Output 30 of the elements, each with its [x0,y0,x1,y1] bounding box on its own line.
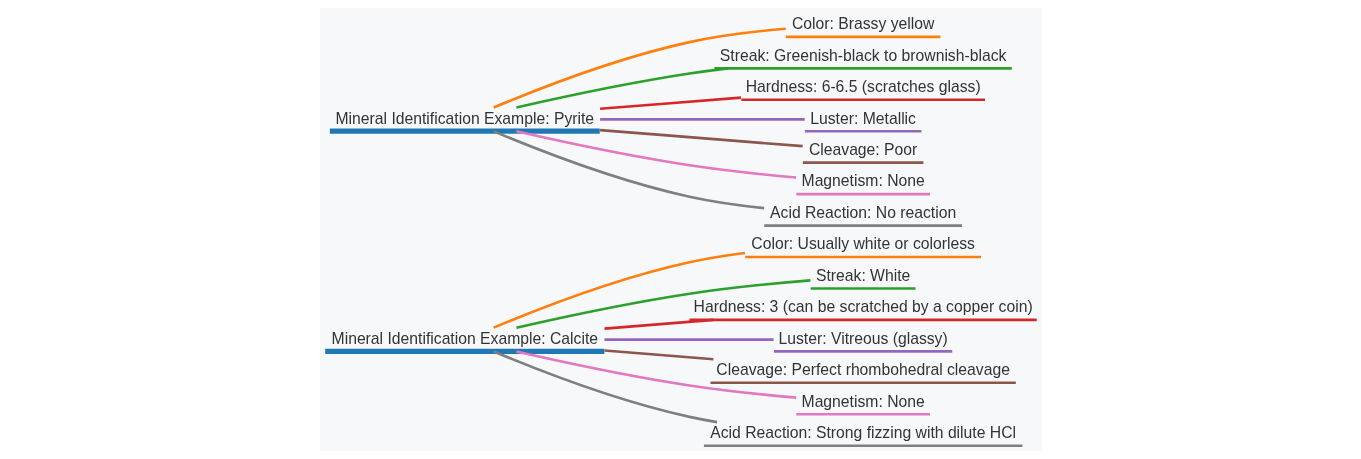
connector [603,318,713,330]
connector [604,338,774,341]
node-text: Color: Usually white or colorless [750,235,975,253]
node-text: Luster: Metallic [809,109,916,127]
node-text: Mineral Identification Example: Calcite [331,329,598,347]
connector [599,128,803,148]
node-text: Streak: Greenish-black to brownish-black [719,46,1006,64]
node-text: Acid Reaction: Strong fizzing with dilute HCl [709,423,1016,441]
node-text: Mineral Identification Example: Pyrite [334,109,594,127]
node-text: Magnetism: None [801,172,925,190]
connector [492,251,745,329]
node-text: Luster: Vitreous (glassy) [778,329,948,347]
connector [492,350,717,424]
node-text: Magnetism: None [801,392,925,410]
connector [515,130,796,179]
connector [515,279,810,329]
connector [492,27,786,109]
connector [599,118,805,121]
node-text: Acid Reaction: No reaction [769,203,956,221]
connector [492,130,764,210]
connector [515,350,796,399]
node-text: Streak: White [815,266,910,284]
node-text: Hardness: 6-6.5 (scratches glass) [745,78,981,96]
node-text: Hardness: 3 (can be scratched by a copper coin) [693,298,1033,316]
node-text: Color: Brassy yellow [791,15,934,33]
connector [603,349,713,361]
connector [515,67,728,109]
node-text: Cleavage: Poor [808,140,917,158]
connector [599,96,741,111]
node-text: Cleavage: Perfect rhombohedral cleavage [715,361,1010,379]
